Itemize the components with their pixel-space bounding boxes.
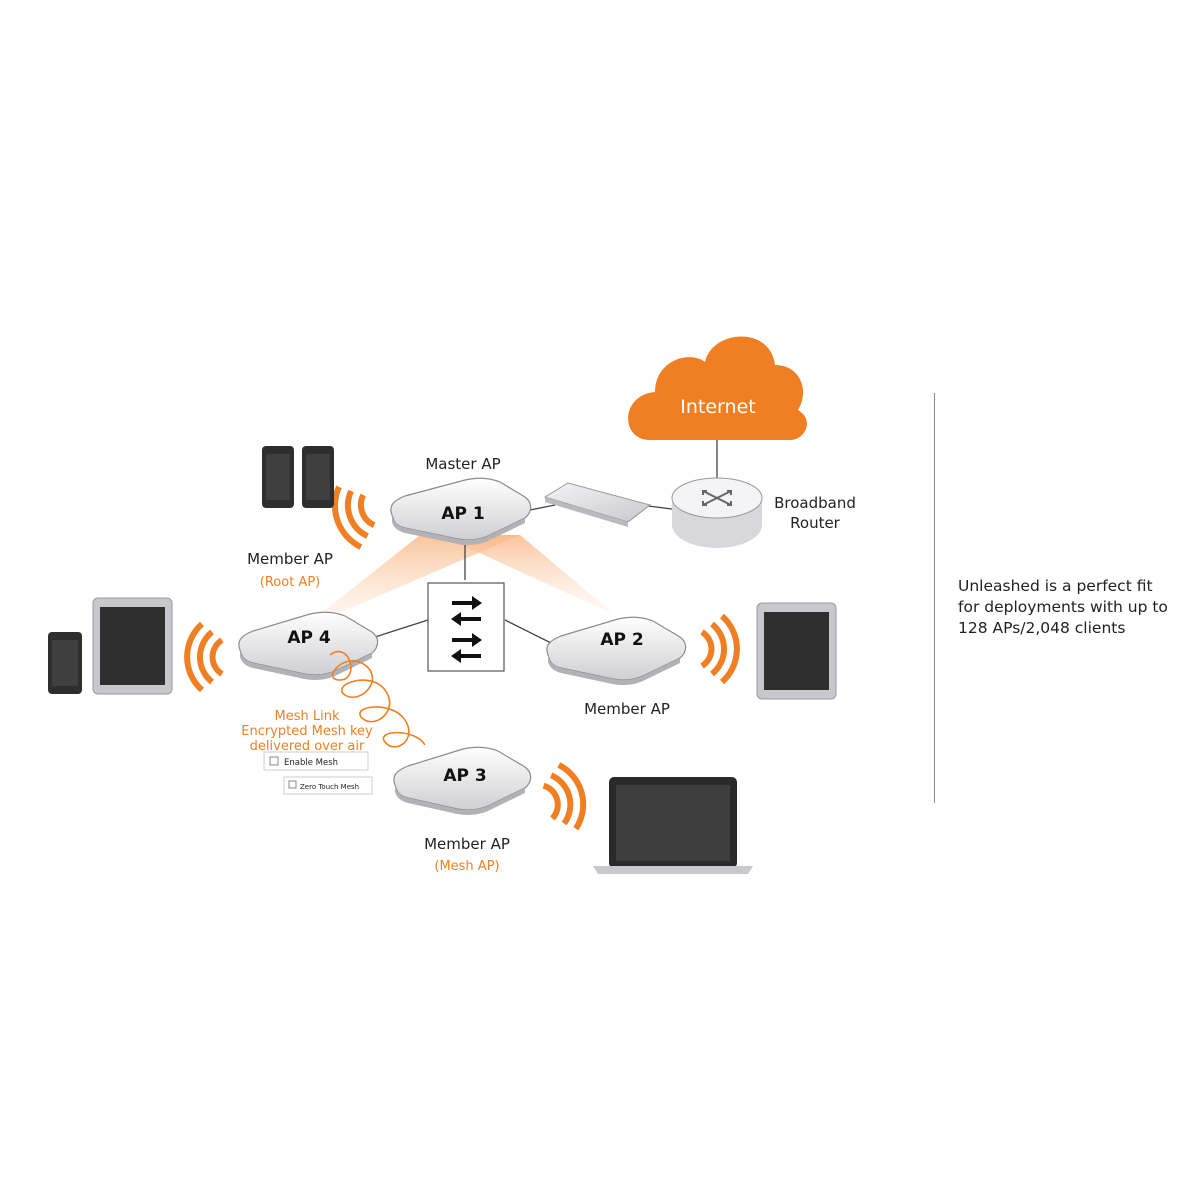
- ap4-role: Member AP: [247, 550, 333, 568]
- ap2-role: Member AP: [584, 700, 670, 718]
- zero-touch-mesh-checkbox: Zero Touch Mesh: [283, 776, 373, 795]
- wifi-signal-icon-ap3: [542, 762, 587, 831]
- ap4-label: AP 4: [287, 628, 331, 648]
- ap3-role: Member AP: [424, 835, 510, 853]
- side-description: Unleashed is a perfect fit for deploymen…: [958, 577, 1168, 637]
- vertical-divider: [934, 393, 935, 803]
- wifi-signal-icon-ap4: [184, 621, 224, 693]
- zero-touch-mesh-label: Zero Touch Mesh: [300, 783, 359, 791]
- router-icon: [671, 477, 763, 548]
- router-label-line1: Broadband: [774, 494, 856, 512]
- phone-icon: [302, 446, 334, 508]
- ap4-device: [238, 611, 379, 680]
- ap3-device: [393, 746, 532, 815]
- ap2-label: AP 2: [600, 630, 643, 650]
- ap2-device: [546, 616, 687, 685]
- internet-cloud-icon: Internet: [628, 336, 807, 440]
- laptop-icon: [593, 777, 753, 874]
- ap4-sub-role: (Root AP): [260, 575, 320, 590]
- mesh-label-line3: delivered over air: [250, 739, 365, 754]
- ap3-sub-role: (Mesh AP): [434, 859, 499, 874]
- enable-mesh-label: Enable Mesh: [284, 758, 338, 768]
- mesh-label-line1: Mesh Link: [275, 709, 340, 724]
- ap1-label: AP 1: [441, 504, 484, 524]
- beam-ap1-ap2: [440, 535, 615, 615]
- ap3-label: AP 3: [443, 766, 486, 786]
- wifi-signal-icon-ap2: [700, 613, 740, 685]
- wifi-signal-icon-ap1: [332, 485, 376, 550]
- tablet-icon: [92, 597, 173, 695]
- tablet-icon: [756, 602, 837, 700]
- internet-label: Internet: [680, 396, 755, 418]
- mesh-label-line2: Encrypted Mesh key: [241, 724, 373, 739]
- enable-mesh-checkbox: Enable Mesh: [263, 751, 369, 771]
- phone-icon: [48, 632, 82, 694]
- phone-icon: [262, 446, 294, 508]
- switch-device-icon: [543, 482, 652, 527]
- network-switch-icon: [427, 582, 505, 672]
- ap1-device: [390, 477, 532, 545]
- mesh-link-wave: [329, 651, 426, 748]
- router-label-line2: Router: [790, 514, 841, 532]
- ap1-role: Master AP: [425, 455, 500, 473]
